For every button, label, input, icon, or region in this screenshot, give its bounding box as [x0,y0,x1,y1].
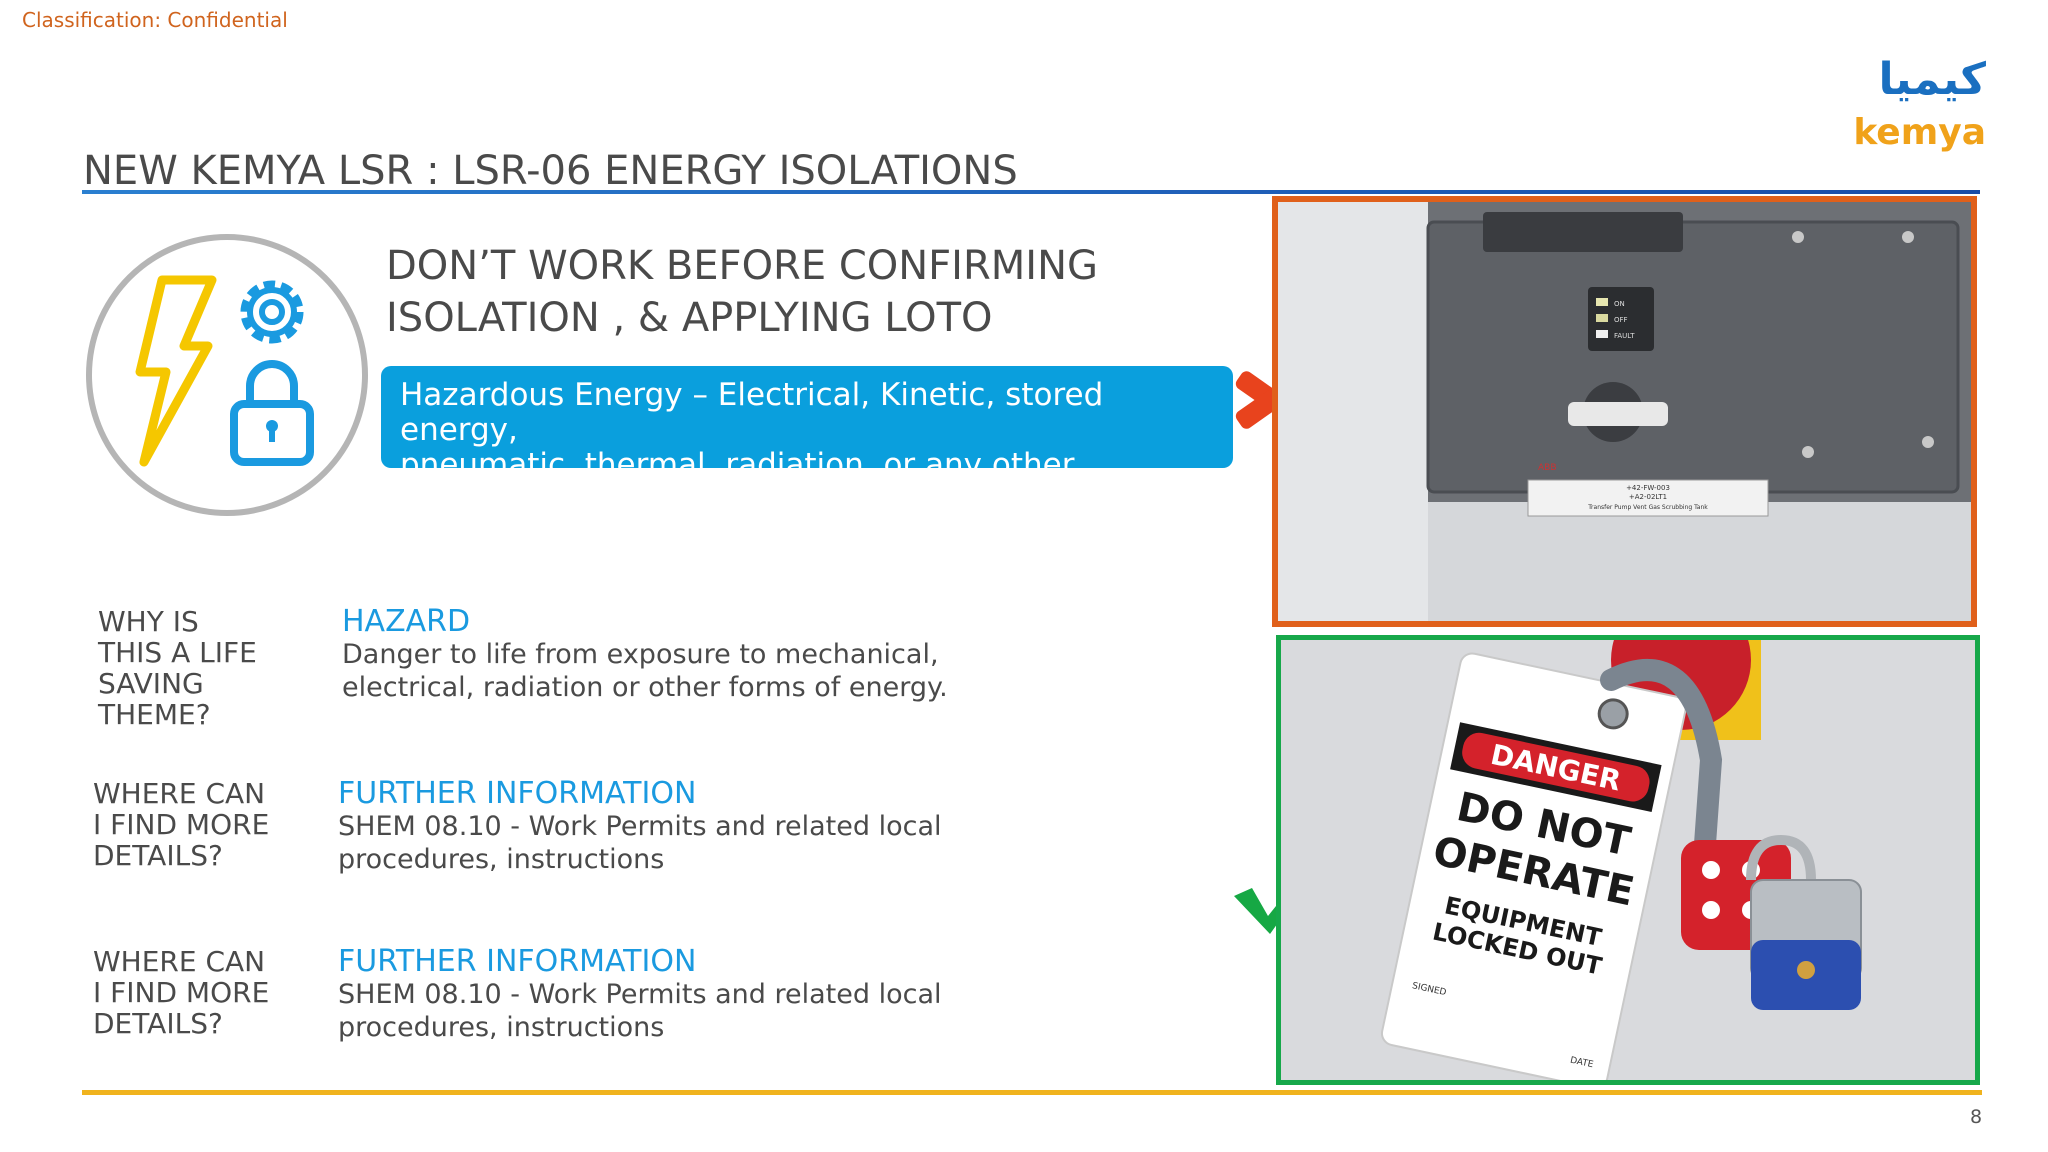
panel-label-off: OFF [1614,316,1628,324]
panel-plate-line-3: Transfer Pump Vent Gas Scrubbing Tank [1587,504,1708,511]
question-line: WHERE CAN [93,777,266,810]
section-3-question: WHERE CAN I FIND MORE DETAILS? [93,946,269,1039]
padlock-icon [230,360,314,466]
headline-line-1: DON’T WORK BEFORE CONFIRMING [386,243,1098,289]
detail-line: procedures, instructions [338,844,665,875]
section-3-detail: SHEM 08.10 - Work Permits and related lo… [338,978,942,1044]
panel-brand: ABB [1538,463,1557,473]
hazard-line-1: Hazardous Energy – Electrical, Kinetic, … [400,377,1104,448]
detail-line: electrical, radiation or other forms of … [342,672,948,703]
headline-line-2: ISOLATION , & APPLYING LOTO [386,295,993,341]
question-line: THIS A LIFE [98,636,257,669]
question-line: THEME? [98,698,211,731]
detail-line: SHEM 08.10 - Work Permits and related lo… [338,979,942,1010]
hazard-energy-text: Hazardous Energy – Electrical, Kinetic, … [400,378,1230,483]
section-1-heading: HAZARD [342,604,471,639]
gear-icon [240,280,304,344]
question-line: I FIND MORE [93,808,270,841]
tag-date: DATE [1569,1056,1594,1071]
question-line: WHY IS [98,605,199,638]
panel-label-fault: FAULT [1614,332,1635,340]
question-line: WHERE CAN [93,945,266,978]
section-1-question: WHY IS THIS A LIFE SAVING THEME? [98,606,257,730]
lockout-tag-illustration: DANGER DO NOT OPERATE EQUIPMENT LOCKED O… [1281,640,1975,1080]
headline: DON’T WORK BEFORE CONFIRMING ISOLATION ,… [386,240,1098,344]
hazard-energy-box [381,366,1233,468]
title-underline [82,190,1980,194]
photo-lockout-tag: DANGER DO NOT OPERATE EQUIPMENT LOCKED O… [1276,635,1980,1085]
page-title: NEW KEMYA LSR : LSR-06 ENERGY ISOLATIONS [83,148,1018,194]
classification-label: Classification: Confidential [22,8,288,32]
hazard-line-2: pneumatic, thermal, radiation, or any ot… [400,447,1075,483]
panel-plate-line-2: +A2-02LT1 [1629,493,1667,501]
section-2-heading: FURTHER INFORMATION [338,776,697,811]
page-number: 8 [1970,1106,1983,1128]
question-line: DETAILS? [93,1007,223,1040]
section-2-detail: SHEM 08.10 - Work Permits and related lo… [338,810,942,876]
detail-line: Danger to life from exposure to mechanic… [342,639,939,670]
question-line: DETAILS? [93,839,223,872]
energy-icon-circle [86,234,368,516]
lightning-bolt-icon [135,275,217,467]
question-line: SAVING [98,667,204,700]
logo-latin: kemya [1853,112,1986,152]
logo-arabic: كيميا [1878,54,1986,105]
detail-line: procedures, instructions [338,1012,665,1043]
green-check-icon [1234,836,1336,934]
panel-label-on: ON [1614,300,1625,308]
section-3-heading: FURTHER INFORMATION [338,944,697,979]
footer-line [82,1090,1982,1095]
panel-plate-line-1: +42-FW-003 [1626,484,1670,492]
photo-electrical-panel: ON OFF FAULT ABB +42-FW-003 +A2-02LT1 Tr… [1272,196,1977,627]
detail-line: SHEM 08.10 - Work Permits and related lo… [338,811,942,842]
electrical-panel-illustration: ON OFF FAULT ABB +42-FW-003 +A2-02LT1 Tr… [1278,202,1971,621]
section-2-question: WHERE CAN I FIND MORE DETAILS? [93,778,269,871]
section-1-detail: Danger to life from exposure to mechanic… [342,638,948,704]
kemya-logo: كيميا kemya [1853,54,1986,152]
question-line: I FIND MORE [93,976,270,1009]
